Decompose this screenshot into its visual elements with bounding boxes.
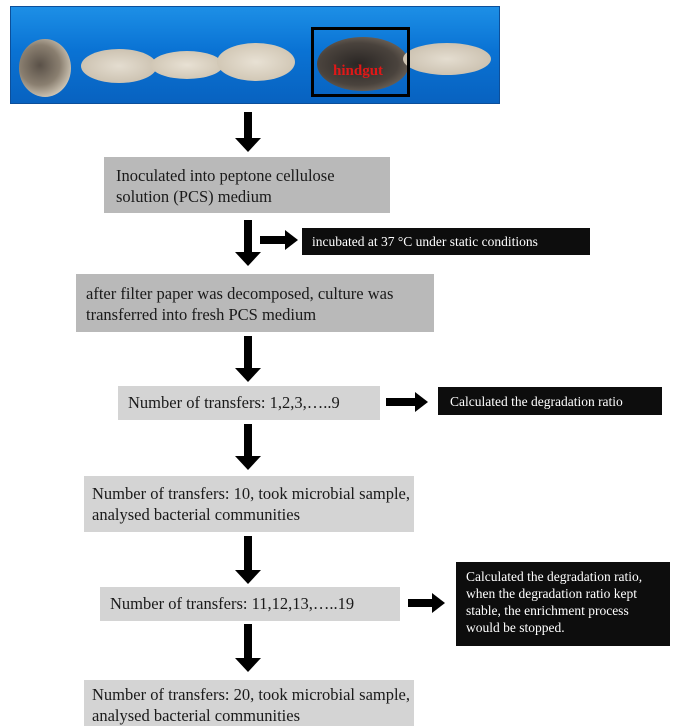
- side-arrow-2: [386, 392, 430, 412]
- step-1-text: Inoculated into peptone cellulose soluti…: [116, 166, 335, 206]
- note-incubation: incubated at 37 °C under static conditio…: [302, 228, 590, 255]
- flow-arrow-4: [235, 424, 261, 470]
- step-4-text: Number of transfers: 10, took microbial …: [92, 484, 411, 524]
- gut-midgut-2: [217, 43, 295, 81]
- step-6-box: Number of transfers: 20, took microbial …: [84, 680, 414, 726]
- side-arrow-3: [408, 593, 446, 613]
- hindgut-label: hindgut: [333, 63, 384, 79]
- step-1-box: Inoculated into peptone cellulose soluti…: [104, 157, 390, 213]
- gut-hindgut-tissue: [317, 37, 409, 91]
- gut-midgut-1: [151, 51, 223, 79]
- termite-gut-photo: hindgut: [10, 6, 500, 104]
- side-arrow-1: [260, 230, 298, 250]
- step-2-box: after filter paper was decomposed, cultu…: [76, 274, 434, 332]
- gut-foregut: [81, 49, 157, 83]
- hindgut-highlight-frame: [311, 27, 410, 97]
- step-3-text: Number of transfers: 1,2,3,…..9: [128, 393, 340, 412]
- note-stop-condition: Calculated the degradation ratio, when t…: [456, 562, 670, 646]
- note-stop-condition-text: Calculated the degradation ratio, when t…: [466, 569, 643, 635]
- flow-arrow-5: [235, 536, 261, 584]
- note-incubation-text: incubated at 37 °C under static conditio…: [312, 234, 538, 249]
- gut-rectum: [403, 43, 491, 75]
- flow-arrow-6: [235, 624, 261, 672]
- step-5-box: Number of transfers: 11,12,13,…..19: [100, 587, 400, 621]
- step-3-box: Number of transfers: 1,2,3,…..9: [118, 386, 380, 420]
- step-6-text: Number of transfers: 20, took microbial …: [92, 685, 411, 725]
- flow-arrow-3: [235, 336, 261, 382]
- step-4-box: Number of transfers: 10, took microbial …: [84, 476, 414, 532]
- note-degradation-ratio-text: Calculated the degradation ratio: [450, 394, 623, 409]
- step-2-text: after filter paper was decomposed, cultu…: [86, 284, 394, 324]
- gut-head: [19, 39, 71, 97]
- flow-arrow-2: [235, 220, 261, 266]
- note-degradation-ratio: Calculated the degradation ratio: [438, 387, 662, 415]
- step-5-text: Number of transfers: 11,12,13,…..19: [110, 594, 355, 613]
- flow-arrow-1: [235, 112, 261, 152]
